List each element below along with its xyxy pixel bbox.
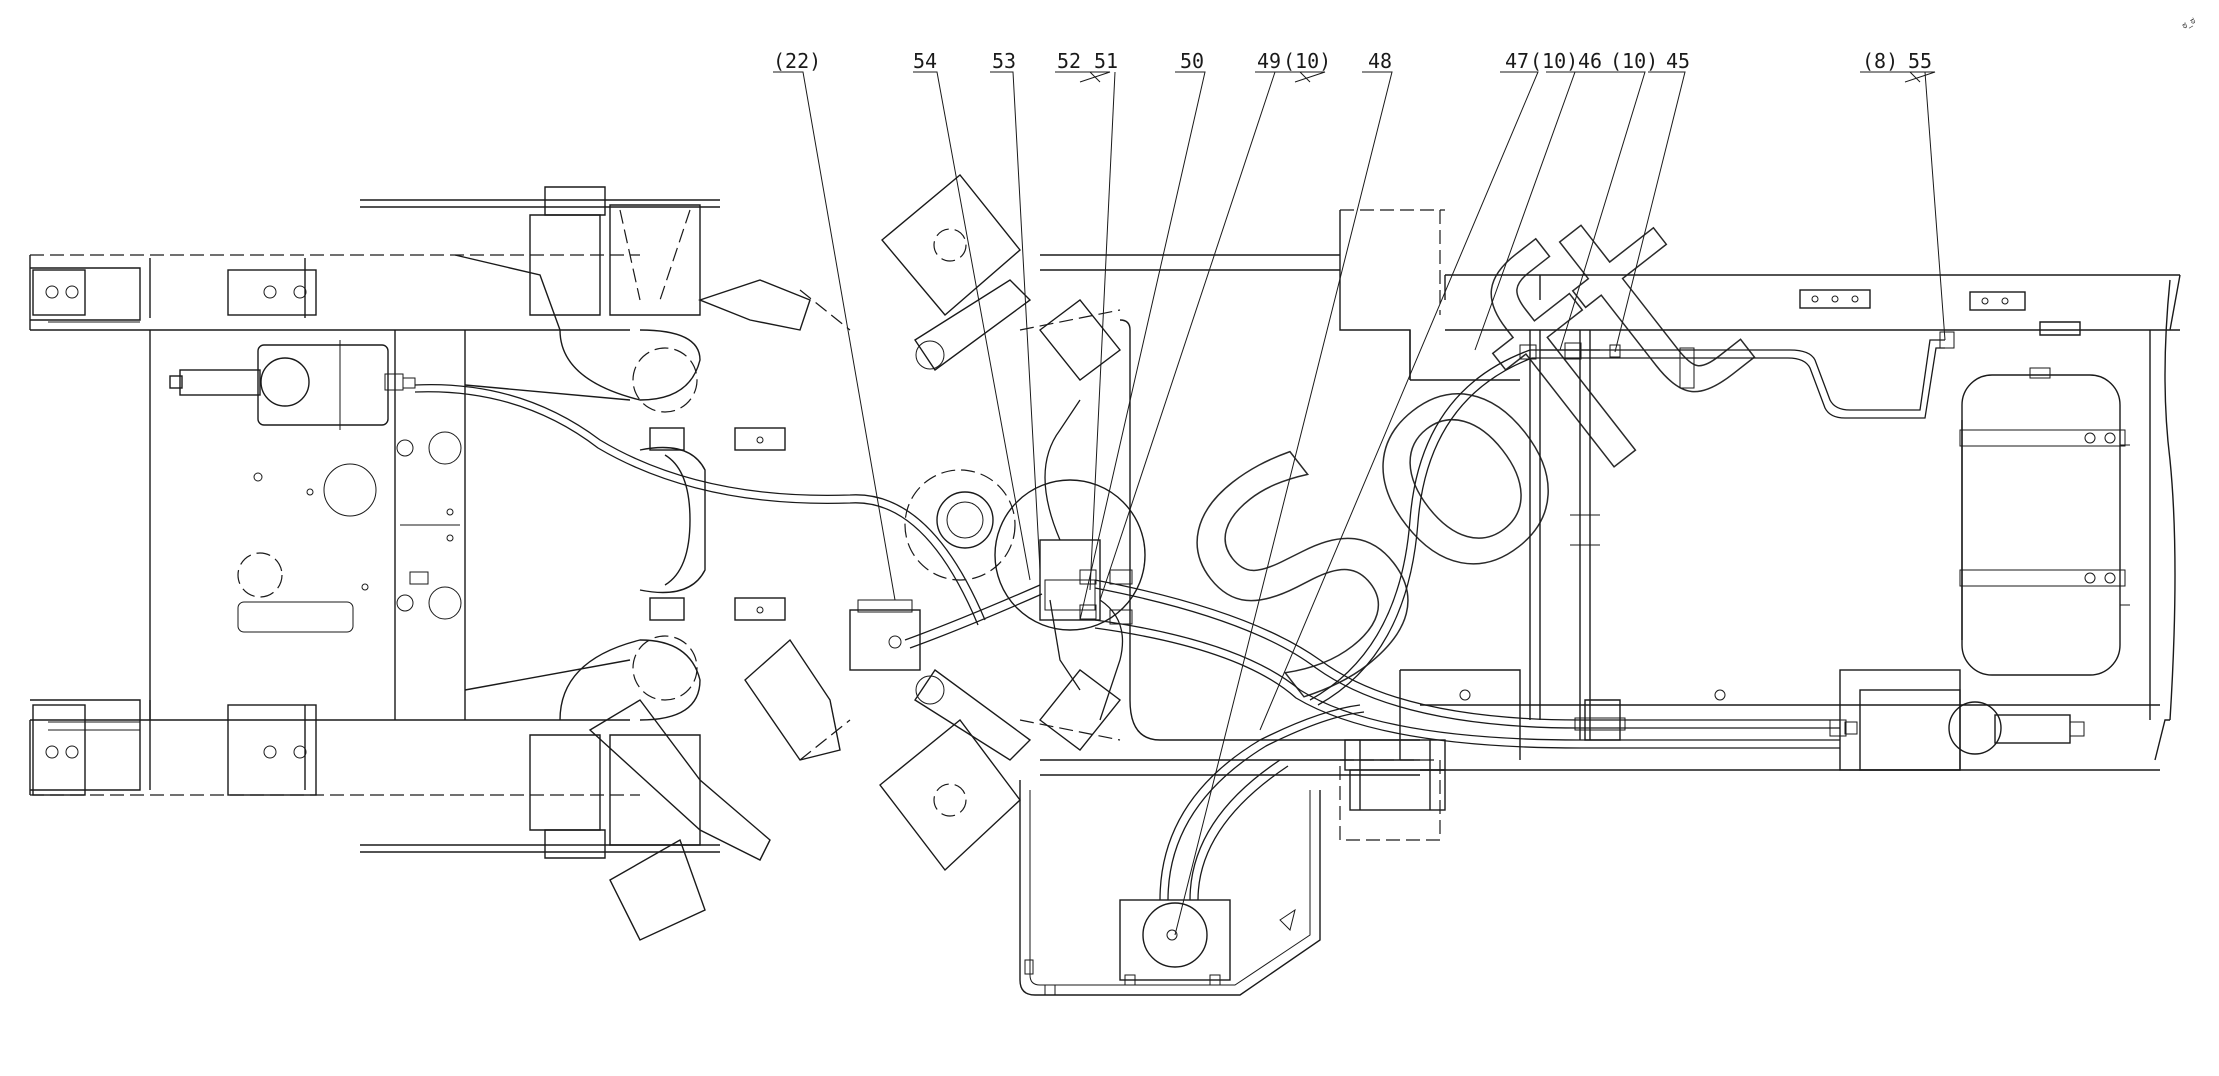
air-hoses bbox=[414, 331, 1955, 901]
front-brake-chamber bbox=[1829, 689, 2085, 771]
callout-46-qty: (10) bbox=[1610, 49, 1658, 73]
callout-48: 48 bbox=[1368, 49, 1392, 73]
callout-50: 50 bbox=[1180, 49, 1204, 73]
callout-47-qty: (10) bbox=[1530, 49, 1578, 73]
front-frame bbox=[1040, 209, 2181, 841]
callout-55: 55 bbox=[1908, 49, 1932, 73]
callout-46: 46 bbox=[1578, 49, 1602, 73]
callout-54: 54 bbox=[913, 49, 937, 73]
callout-51: 51 bbox=[1094, 49, 1118, 73]
callout-49-qty: (10) bbox=[1283, 49, 1331, 73]
callout-8: (8) bbox=[1862, 49, 1898, 73]
callout-leaders bbox=[773, 71, 1946, 936]
callout-labels: (22) 54 53 52 51 50 49 (10) 48 47 (10) 4… bbox=[773, 49, 1932, 73]
corner-mark-text: ಠ_ಠ bbox=[2181, 16, 2198, 32]
watermark: Soft bbox=[1122, 133, 1805, 774]
callout-52: 52 bbox=[1057, 49, 1081, 73]
air-tank bbox=[1959, 367, 2130, 676]
center-articulation bbox=[588, 174, 1146, 941]
callout-53: 53 bbox=[992, 49, 1016, 73]
callout-22: (22) bbox=[773, 49, 821, 73]
rear-axle-brackets bbox=[360, 186, 786, 859]
callout-49: 49 bbox=[1257, 49, 1281, 73]
compressor-assembly bbox=[1019, 780, 1321, 996]
callout-45: 45 bbox=[1666, 49, 1690, 73]
corner-mark: ಠ_ಠ bbox=[2181, 16, 2198, 32]
rear-brake-chamber bbox=[169, 340, 416, 430]
rear-frame bbox=[29, 254, 640, 796]
watermark-text: Soft bbox=[1122, 134, 1803, 773]
callout-47: 47 bbox=[1505, 49, 1529, 73]
